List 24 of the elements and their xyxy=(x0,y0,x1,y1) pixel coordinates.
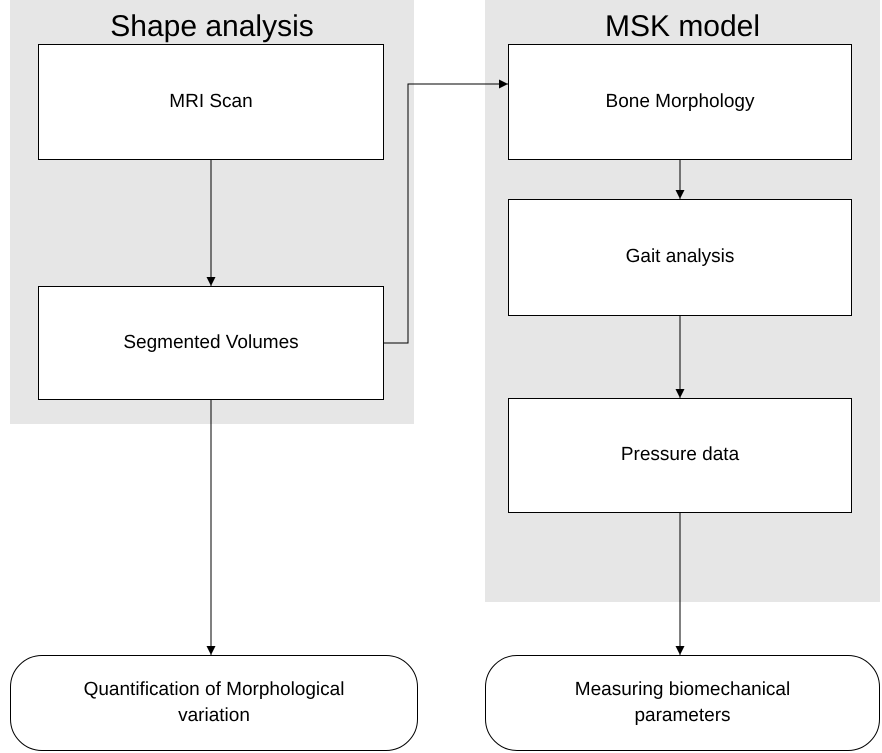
process-box xyxy=(508,44,852,160)
box-label: Quantification of Morphological variation xyxy=(82,678,346,728)
box-label: Pressure data xyxy=(620,443,740,468)
group-panel xyxy=(485,0,880,602)
terminal-box xyxy=(485,655,880,751)
arrow xyxy=(206,400,216,656)
arrow xyxy=(384,80,508,344)
box-label: Bone Morphology xyxy=(606,90,754,114)
arrow xyxy=(676,512,684,656)
arrow xyxy=(206,160,216,286)
box-label: Measuring biomechanical parameters xyxy=(574,678,792,728)
process-box xyxy=(508,398,852,513)
arrow xyxy=(676,316,684,398)
box-label: Gait analysis xyxy=(626,245,734,270)
process-box xyxy=(38,44,384,160)
box-label: MRI Scan xyxy=(169,90,253,114)
arrow xyxy=(676,160,684,200)
panel-title: MSK model xyxy=(604,9,760,45)
process-box xyxy=(508,199,852,316)
process-box xyxy=(38,286,384,400)
box-label: Segmented Volumes xyxy=(123,330,299,355)
terminal-box xyxy=(10,655,418,751)
panel-title: Shape analysis xyxy=(110,9,314,45)
group-panel xyxy=(10,0,414,424)
